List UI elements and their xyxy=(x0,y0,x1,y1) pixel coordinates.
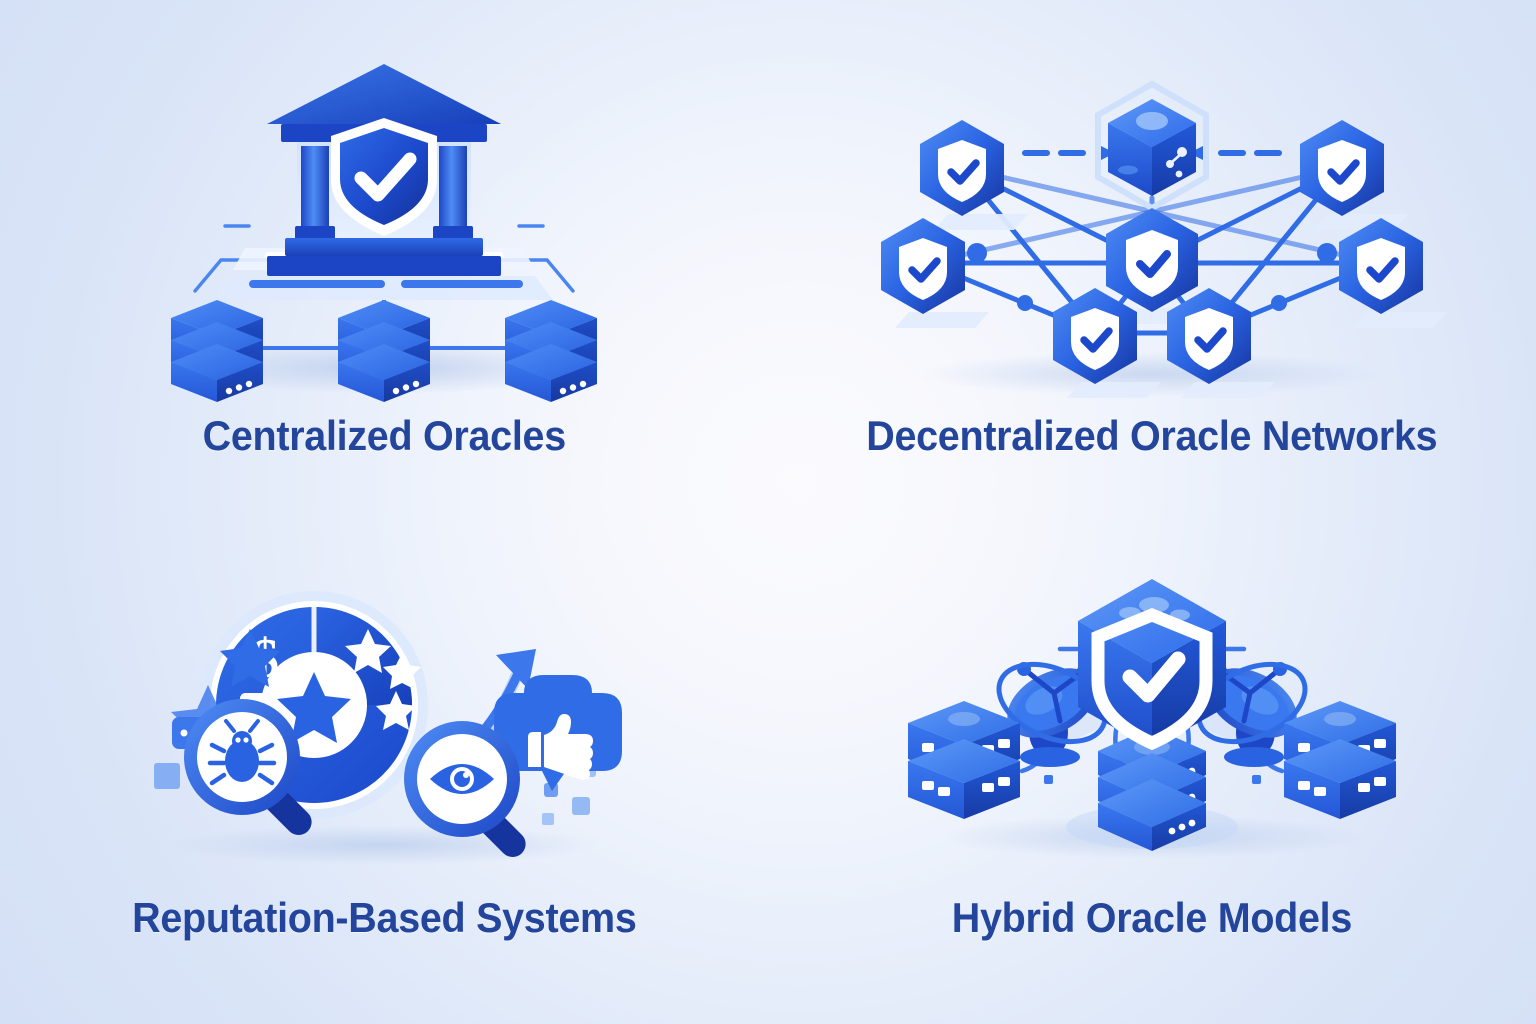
connector-dot xyxy=(1044,775,1261,784)
hexagon-shield-node xyxy=(920,120,1028,230)
illustration-hybrid-oracle-models xyxy=(768,540,1536,870)
panel-caption-hybrid-oracle-models: Hybrid Oracle Models xyxy=(951,894,1353,941)
hexagon-shield-node xyxy=(1106,208,1220,324)
server-stack-left xyxy=(171,300,263,402)
hybrid-oracle-graphic xyxy=(908,579,1396,859)
rating-stars xyxy=(345,629,421,730)
mesh-network-graphic xyxy=(881,80,1447,398)
panel-reputation-based-systems: $ xyxy=(0,512,768,1024)
node-dot xyxy=(967,243,1337,311)
magnifier-eye-icon xyxy=(404,721,526,858)
hexagon-shield-node xyxy=(881,218,989,328)
shield-check-icon xyxy=(331,118,437,236)
server-stack-bottom xyxy=(1098,727,1206,851)
hexagon-shield-node xyxy=(1300,120,1408,230)
panel-caption-decentralized-oracle-networks: Decentralized Oracle Networks xyxy=(866,412,1438,459)
server-stack-center xyxy=(338,300,430,402)
hexagon-shield-node xyxy=(1167,288,1275,398)
server-rack-right xyxy=(1284,701,1396,819)
eye-icon xyxy=(430,764,494,794)
magnifier-bug-icon xyxy=(184,699,312,836)
panel-decentralized-oracle-networks: Decentralized Oracle Networks xyxy=(768,0,1536,512)
panel-centralized-oracles: Centralized Oracles xyxy=(0,0,768,512)
illustration-decentralized-oracle-networks xyxy=(768,48,1536,398)
ground-shadow xyxy=(169,825,599,865)
bank-steps xyxy=(267,238,501,276)
reputation-graphic: $ xyxy=(154,591,622,865)
server-rack-left xyxy=(908,701,1020,819)
bank-oracle-graphic xyxy=(169,64,599,402)
bank-columns xyxy=(295,146,473,240)
satellite-dish-right xyxy=(1196,661,1308,767)
bug-icon xyxy=(207,719,277,786)
server-stack-right xyxy=(505,300,597,402)
panel-hybrid-oracle-models: Hybrid Oracle Models xyxy=(768,512,1536,1024)
satellite-dish-left xyxy=(996,661,1108,767)
bank-pediment-roof xyxy=(267,64,501,124)
hexagon-shield-node xyxy=(1339,218,1447,328)
panel-caption-centralized-oracles: Centralized Oracles xyxy=(202,412,566,459)
hexagon-shield-node xyxy=(1053,288,1161,398)
illustration-centralized-oracles xyxy=(0,48,768,402)
panel-caption-reputation-based-systems: Reputation-Based Systems xyxy=(131,894,637,941)
shield-cube-icon xyxy=(1078,579,1226,751)
data-cube-icon xyxy=(1095,80,1209,212)
thumbs-up-bubble-icon xyxy=(494,675,622,791)
illustration-reputation-based-systems: $ xyxy=(0,540,768,870)
